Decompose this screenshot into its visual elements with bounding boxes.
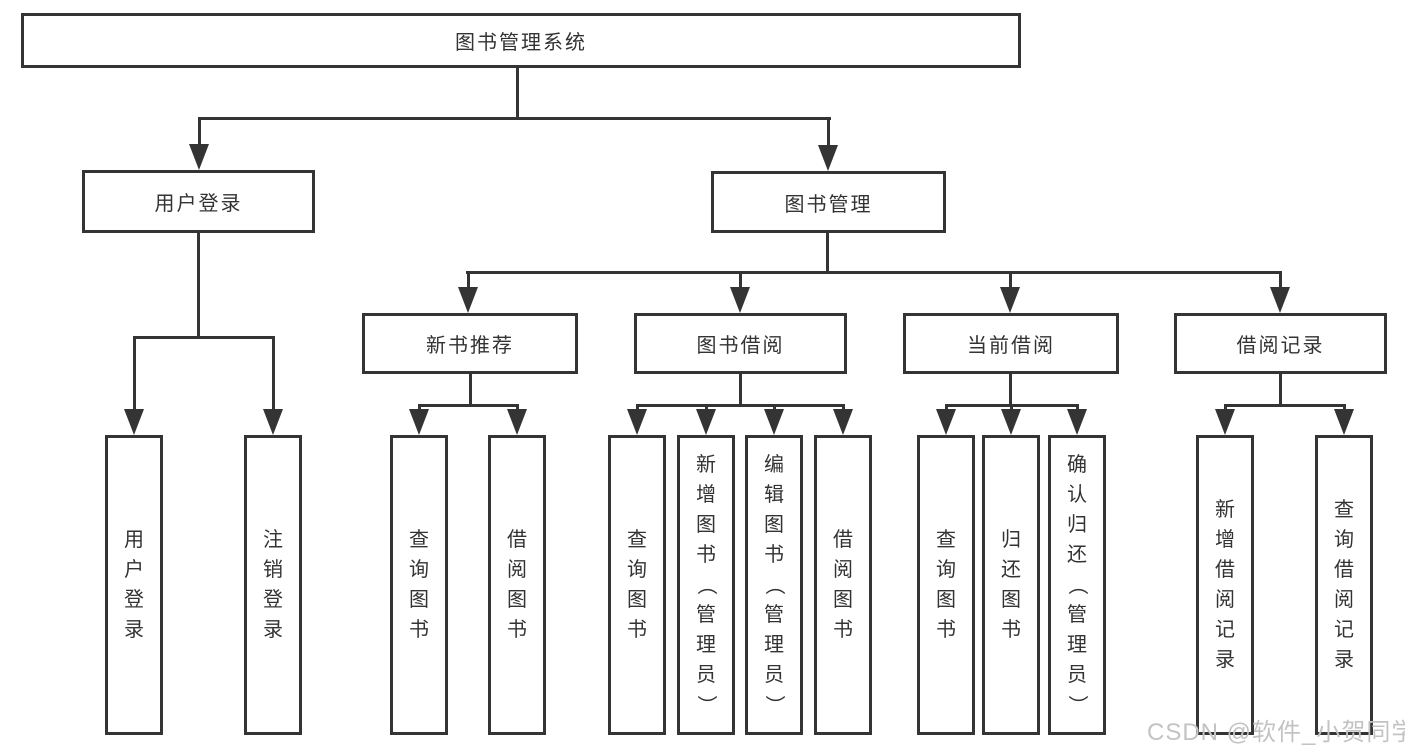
arrowhead-leaf <box>1334 409 1354 435</box>
leaf-borrow-books: 借阅图书 <box>814 435 872 735</box>
node-new-book-recommend-label: 新书推荐 <box>426 335 514 357</box>
node-user-login-label: 用户登录 <box>154 193 243 215</box>
leaf-borrow-query-books-label: 查询图书 <box>627 529 647 641</box>
connector-drop <box>773 404 776 412</box>
leaf-query-borrow-record-label: 查询借阅记录 <box>1334 499 1354 671</box>
connector-recommend-stem <box>469 374 472 406</box>
arrowhead-leaf <box>1215 409 1235 435</box>
connector-records-branch <box>1224 404 1346 407</box>
leaf-current-query-books: 查询图书 <box>917 435 975 735</box>
connector-drop <box>1343 404 1346 412</box>
node-root-label: 图书管理系统 <box>455 32 587 54</box>
connector-recommend-branch <box>418 404 519 407</box>
arrowhead-leaf-logout <box>263 409 283 435</box>
node-current-borrow-label: 当前借阅 <box>967 335 1055 357</box>
arrowhead-leaf <box>1067 409 1087 435</box>
connector-user-login-stem <box>197 233 200 337</box>
arrowhead-leaf <box>936 409 956 435</box>
arrowhead-leaf <box>696 409 716 435</box>
leaf-recommend-borrow-books-label: 借阅图书 <box>507 529 527 641</box>
leaf-recommend-query-books-label: 查询图书 <box>409 529 429 641</box>
connector-drop <box>516 404 519 412</box>
connector-drop <box>636 404 639 412</box>
leaf-current-query-books-label: 查询图书 <box>936 529 956 641</box>
arrowhead-leaf <box>507 409 527 435</box>
leaf-borrow-query-books: 查询图书 <box>608 435 666 735</box>
leaf-user-login: 用户登录 <box>105 435 163 735</box>
leaf-recommend-borrow-books: 借阅图书 <box>488 435 546 735</box>
connector-drop-recommend <box>467 271 470 289</box>
node-borrow-records-label: 借阅记录 <box>1236 335 1325 357</box>
leaf-add-borrow-record: 新增借阅记录 <box>1196 435 1254 735</box>
connector-drop <box>1076 404 1079 412</box>
arrowhead-records <box>1270 287 1290 313</box>
connector-book-management-stem <box>826 233 829 273</box>
node-user-login: 用户登录 <box>82 170 315 233</box>
node-book-borrow: 图书借阅 <box>634 313 847 374</box>
connector-drop <box>418 404 421 412</box>
node-borrow-records: 借阅记录 <box>1174 313 1387 374</box>
leaf-add-books-admin: 新增图书（管理员） <box>677 435 735 735</box>
connector-drop <box>705 404 708 412</box>
leaf-user-login-label: 用户登录 <box>124 529 144 641</box>
arrowhead-leaf <box>764 409 784 435</box>
connector-drop-records <box>1279 271 1282 289</box>
connector-current-stem <box>1009 374 1012 406</box>
leaf-edit-books-admin-label: 编辑图书（管理员） <box>763 454 785 715</box>
arrowhead-user-login <box>189 144 209 170</box>
arrowhead-book-management <box>818 145 838 171</box>
arrowhead-recommend <box>458 287 478 313</box>
leaf-confirm-return-admin: 确认归还（管理员） <box>1048 435 1106 735</box>
leaf-add-borrow-record-label: 新增借阅记录 <box>1215 499 1235 671</box>
connector-root-stem <box>516 68 519 118</box>
connector-borrow-stem <box>739 374 742 406</box>
leaf-add-books-admin-label: 新增图书（管理员） <box>695 454 717 715</box>
leaf-edit-books-admin: 编辑图书（管理员） <box>745 435 803 735</box>
node-book-management: 图书管理 <box>711 171 946 233</box>
connector-drop-borrow <box>739 271 742 289</box>
node-new-book-recommend: 新书推荐 <box>362 313 578 374</box>
connector-user-login-branch <box>133 336 275 339</box>
node-book-borrow-label: 图书借阅 <box>696 335 785 357</box>
connector-drop-book-management <box>827 117 830 147</box>
arrowhead-leaf <box>1001 409 1021 435</box>
connector-drop <box>1224 404 1227 412</box>
leaf-borrow-books-label: 借阅图书 <box>833 529 853 641</box>
node-current-borrow: 当前借阅 <box>903 313 1119 374</box>
node-book-management-label: 图书管理 <box>784 193 873 216</box>
leaf-recommend-query-books: 查询图书 <box>390 435 448 735</box>
arrowhead-leaf <box>409 409 429 435</box>
connector-drop-current <box>1009 271 1012 289</box>
connector-drop <box>842 404 845 412</box>
arrowhead-borrow <box>730 287 750 313</box>
node-root: 图书管理系统 <box>21 13 1021 68</box>
connector-drop <box>945 404 948 412</box>
leaf-logout: 注销登录 <box>244 435 302 735</box>
leaf-logout-label: 注销登录 <box>263 529 283 641</box>
connector-level3-branch <box>466 271 1282 274</box>
leaf-return-books: 归还图书 <box>982 435 1040 735</box>
connector-drop-user-login <box>198 117 201 147</box>
arrowhead-leaf <box>833 409 853 435</box>
connector-borrow-branch <box>636 404 845 407</box>
arrowhead-leaf-login <box>124 409 144 435</box>
arrowhead-current <box>1000 287 1020 313</box>
connector-records-stem <box>1279 374 1282 406</box>
connector-drop-leaf-logout <box>272 336 275 411</box>
csdn-watermark: CSDN @软件_小贺同学 <box>1147 719 1405 746</box>
connector-drop-leaf-login <box>133 336 136 411</box>
connector-level2-branch <box>198 117 831 120</box>
connector-drop <box>1010 404 1013 412</box>
leaf-return-books-label: 归还图书 <box>1001 529 1021 641</box>
leaf-query-borrow-record: 查询借阅记录 <box>1315 435 1373 735</box>
leaf-confirm-return-admin-label: 确认归还（管理员） <box>1066 454 1088 715</box>
arrowhead-leaf <box>627 409 647 435</box>
